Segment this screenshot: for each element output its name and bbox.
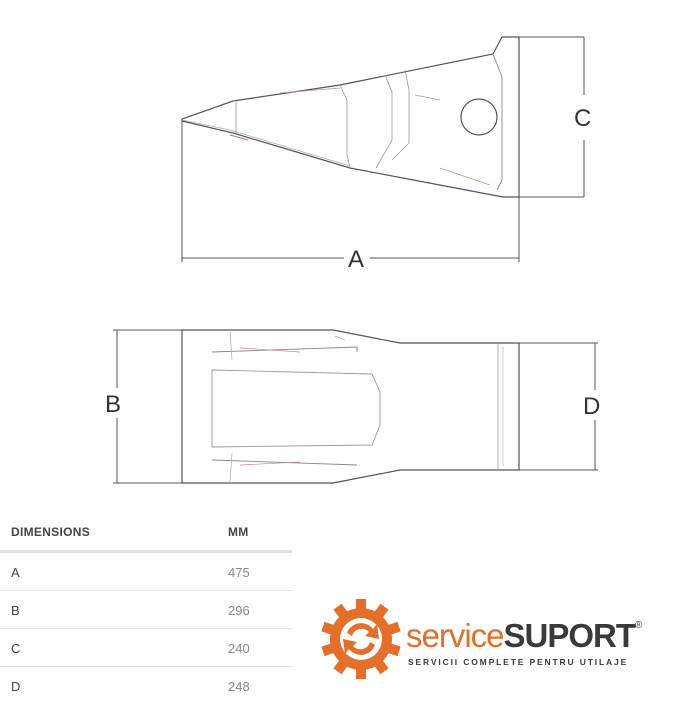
brand-name: serviceSUPORT®	[406, 617, 642, 654]
dimension-d	[519, 342, 598, 471]
row-name: C	[11, 641, 21, 656]
table-row: C 240	[0, 629, 292, 667]
row-name: B	[11, 603, 20, 618]
row-value: 248	[228, 679, 250, 694]
row-name: D	[11, 679, 21, 694]
dimension-b	[113, 329, 182, 484]
brand-name-part1: service	[406, 617, 505, 654]
dim-label-d: D	[583, 393, 600, 420]
row-value: 296	[228, 603, 250, 618]
table-row: D 248	[0, 667, 292, 704]
brand-name-part2: SUPORT	[503, 617, 637, 654]
header-dimensions: DIMENSIONS	[11, 525, 91, 539]
plan-view	[181, 329, 520, 484]
row-value: 240	[228, 641, 250, 656]
dimension-c	[519, 36, 585, 198]
table-header: DIMENSIONS MM	[0, 512, 292, 553]
gear-icon	[321, 599, 401, 679]
brand-tagline: SERVICII COMPLETE PENTRU UTILAJE	[408, 657, 629, 667]
row-value: 475	[228, 565, 250, 580]
dimensions-table: DIMENSIONS MM A 475 B 296 C 240 D 248	[0, 512, 292, 704]
table-row: A 475	[0, 553, 292, 591]
pin-hole-icon	[460, 98, 498, 136]
registered-mark: ®	[635, 620, 642, 631]
dimension-a	[181, 121, 520, 262]
technical-drawing: C A B D	[105, 36, 600, 484]
dim-label-b: B	[105, 391, 121, 418]
table-row: B 296	[0, 591, 292, 629]
side-view	[181, 36, 520, 198]
brand-logo: serviceSUPORT® SERVICII COMPLETE PENTRU …	[320, 598, 690, 688]
row-name: A	[11, 565, 20, 580]
dim-label-c: C	[574, 105, 591, 132]
dim-label-a: A	[348, 246, 364, 273]
header-mm: MM	[228, 525, 249, 539]
